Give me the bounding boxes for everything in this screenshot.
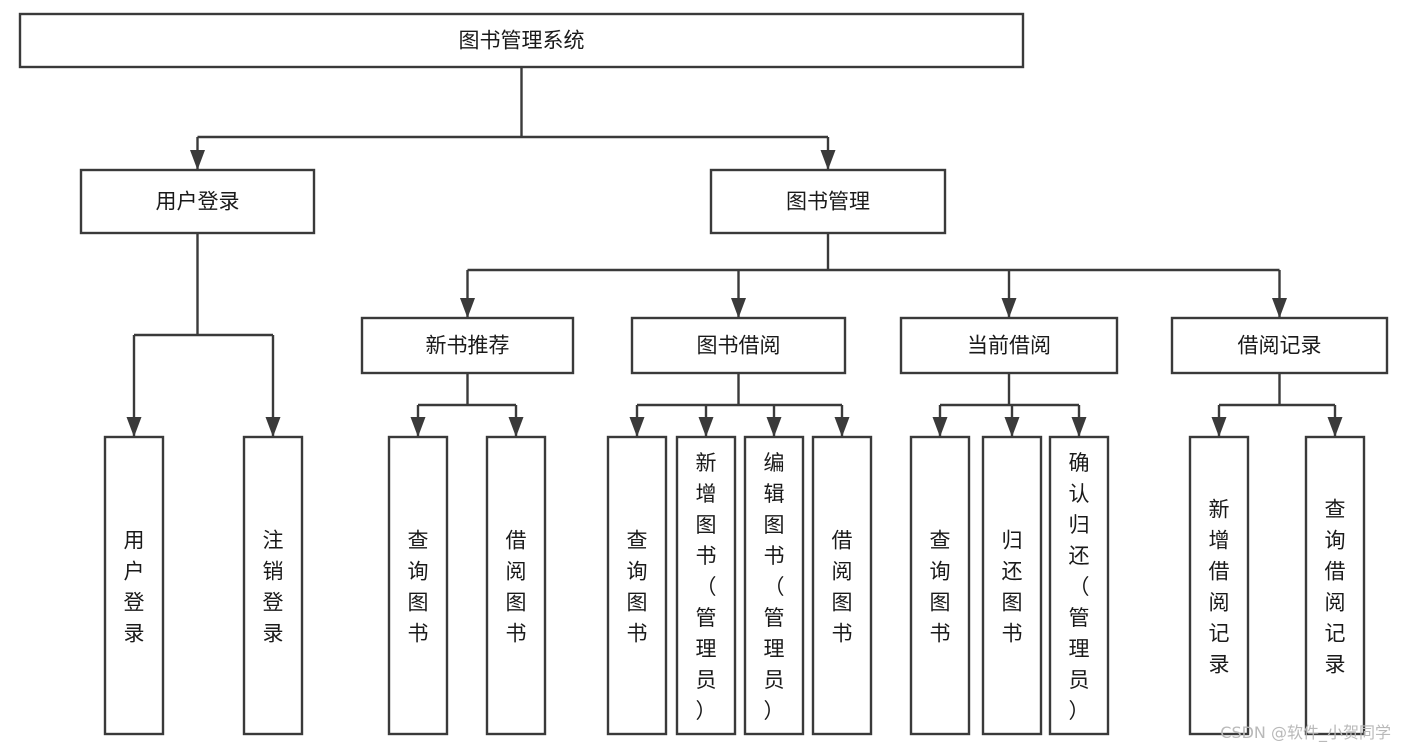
bookmanage-to-l2-arrow-0 [460, 298, 475, 318]
node-user-login-box[interactable] [79, 168, 316, 235]
node-leaf-query-book-2-box[interactable] [606, 435, 668, 736]
node-leaf-user-login-label: 用户登录 [124, 529, 145, 646]
node-leaf-add-book-box[interactable] [675, 435, 737, 736]
node-leaf-return-book-label: 归还图书 [1002, 529, 1023, 646]
node-leaf-query-record-label: 查询借阅记录 [1325, 498, 1346, 677]
node-leaf-query-record-box[interactable] [1304, 435, 1366, 736]
newbook-to-leaves-arrow-0 [410, 417, 426, 437]
userlogin-to-leaves-arrow-1 [265, 417, 281, 437]
borrowrecord-to-leaves-arrow-0 [1211, 417, 1227, 437]
node-leaf-borrow-book-1[interactable]: 借阅图书 [485, 435, 547, 736]
node-leaf-borrow-book-2-box[interactable] [811, 435, 873, 736]
root-to-l1-arrow-1 [820, 150, 836, 170]
bookmanage-to-l2-arrow-2 [1001, 298, 1017, 318]
node-leaf-query-record[interactable]: 查询借阅记录 [1304, 435, 1366, 736]
node-leaf-return-book-box[interactable] [981, 435, 1043, 736]
currentborrow-to-leaves-arrow-1 [1004, 417, 1020, 437]
node-borrow-record-label: 借阅记录 [1238, 334, 1322, 358]
node-leaf-edit-book-box[interactable] [743, 435, 805, 736]
node-leaf-confirm-return-label: 确认归还（管理员） [1069, 451, 1090, 723]
node-leaf-add-record-box[interactable] [1188, 435, 1250, 736]
connectors-layer [126, 67, 1343, 437]
node-leaf-query-book-1-box[interactable] [387, 435, 449, 736]
node-borrow-record[interactable]: 借阅记录 [1170, 316, 1389, 375]
node-current-borrow[interactable]: 当前借阅 [899, 316, 1119, 375]
node-root-system-label: 图书管理系统 [459, 29, 585, 53]
node-leaf-user-login-box[interactable] [103, 435, 165, 736]
node-root-system-box[interactable] [18, 12, 1025, 69]
userlogin-to-leaves-arrow-0 [126, 417, 142, 437]
bookmanage-to-l2-arrow-1 [731, 298, 746, 318]
node-leaf-query-book-1-label: 查询图书 [408, 529, 429, 646]
node-leaf-logout-label: 注销登录 [263, 529, 284, 646]
node-leaf-edit-book[interactable]: 编辑图书（管理员） [743, 435, 805, 736]
node-leaf-logout[interactable]: 注销登录 [242, 435, 304, 736]
node-book-borrow-label: 图书借阅 [697, 334, 781, 358]
node-new-book-recommend-label: 新书推荐 [426, 334, 510, 358]
node-leaf-borrow-book-2[interactable]: 借阅图书 [811, 435, 873, 736]
node-root-system[interactable]: 图书管理系统 [18, 12, 1025, 69]
node-leaf-confirm-return[interactable]: 确认归还（管理员） [1048, 435, 1110, 736]
newbook-to-leaves-arrow-1 [508, 417, 524, 437]
borrowrecord-to-leaves-arrow-1 [1327, 417, 1343, 437]
node-leaf-add-book[interactable]: 新增图书（管理员） [675, 435, 737, 736]
node-book-manage-box[interactable] [709, 168, 947, 235]
node-new-book-recommend[interactable]: 新书推荐 [360, 316, 575, 375]
node-leaf-logout-box[interactable] [242, 435, 304, 736]
node-book-borrow-box[interactable] [630, 316, 847, 375]
currentborrow-to-leaves-arrow-0 [932, 417, 948, 437]
csdn-watermark: CSDN @软件_小贺同学 [1220, 723, 1391, 742]
node-leaf-edit-book-label: 编辑图书（管理员） [764, 451, 785, 723]
node-current-borrow-label: 当前借阅 [967, 334, 1051, 358]
bookmanage-to-l2-arrow-3 [1272, 298, 1287, 318]
currentborrow-to-leaves-arrow-2 [1071, 417, 1087, 437]
node-user-login[interactable]: 用户登录 [79, 168, 316, 235]
node-borrow-record-box[interactable] [1170, 316, 1389, 375]
node-leaf-add-record-label: 新增借阅记录 [1209, 498, 1230, 677]
node-leaf-add-record[interactable]: 新增借阅记录 [1188, 435, 1250, 736]
node-book-manage-label: 图书管理 [786, 190, 870, 214]
node-leaf-borrow-book-1-box[interactable] [485, 435, 547, 736]
node-leaf-query-book-2-label: 查询图书 [627, 529, 648, 646]
node-leaf-borrow-book-2-label: 借阅图书 [832, 529, 853, 646]
node-user-login-label: 用户登录 [156, 190, 240, 214]
node-leaf-query-book-2[interactable]: 查询图书 [606, 435, 668, 736]
node-leaf-add-book-label: 新增图书（管理员） [696, 451, 717, 723]
node-boxes-layer: 图书管理系统用户登录图书管理新书推荐图书借阅当前借阅借阅记录用户登录注销登录查询… [18, 12, 1389, 736]
node-leaf-query-book-3-box[interactable] [909, 435, 971, 736]
root-to-l1-arrow-0 [190, 150, 205, 170]
node-leaf-user-login[interactable]: 用户登录 [103, 435, 165, 736]
node-new-book-recommend-box[interactable] [360, 316, 575, 375]
node-current-borrow-box[interactable] [899, 316, 1119, 375]
node-leaf-query-book-3-label: 查询图书 [930, 529, 951, 646]
node-leaf-confirm-return-box[interactable] [1048, 435, 1110, 736]
node-leaf-return-book[interactable]: 归还图书 [981, 435, 1043, 736]
node-leaf-borrow-book-1-label: 借阅图书 [506, 529, 527, 646]
node-book-borrow[interactable]: 图书借阅 [630, 316, 847, 375]
bookborrow-to-leaves-arrow-3 [834, 417, 850, 437]
bookborrow-to-leaves-arrow-1 [698, 417, 714, 437]
bookborrow-to-leaves-arrow-2 [766, 417, 782, 437]
node-book-manage[interactable]: 图书管理 [709, 168, 947, 235]
node-leaf-query-book-3[interactable]: 查询图书 [909, 435, 971, 736]
bookborrow-to-leaves-arrow-0 [629, 417, 645, 437]
node-leaf-query-book-1[interactable]: 查询图书 [387, 435, 449, 736]
